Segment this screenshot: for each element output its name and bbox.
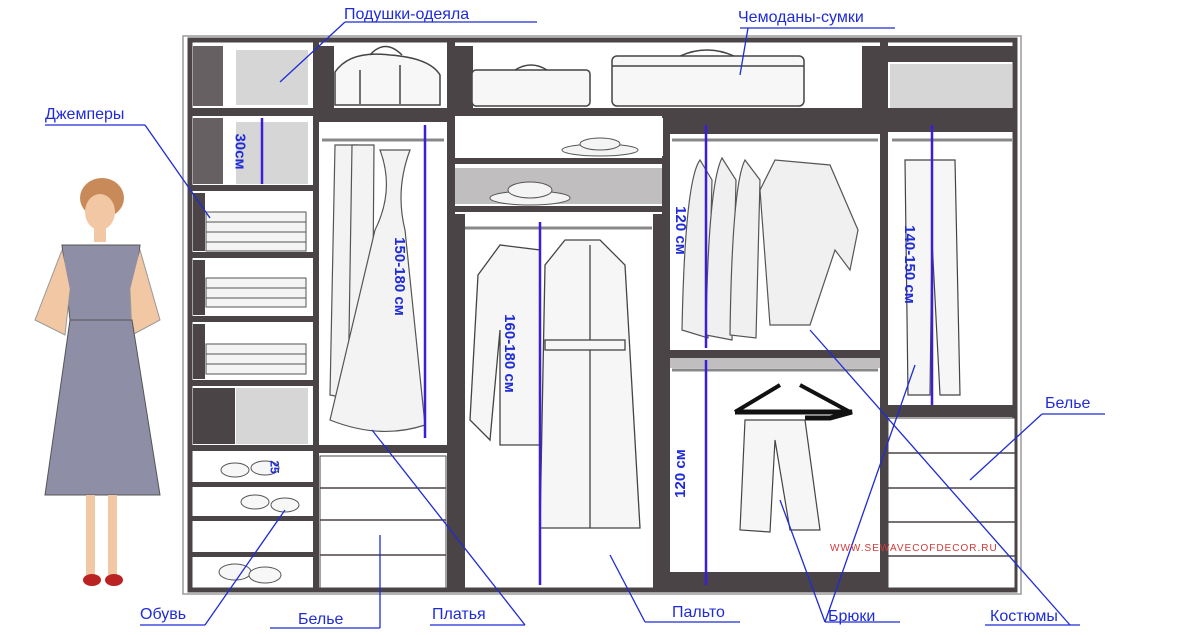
label-dresses: Платья — [432, 606, 486, 623]
label-linen-bottom: Белье — [298, 611, 344, 628]
measure-shoe-shelf: 25 — [267, 460, 282, 474]
trousers — [733, 159, 961, 533]
measurement-lines — [260, 118, 934, 585]
label-shoes: Обувь — [140, 606, 187, 623]
measure-coat-rail: 160-180 см — [500, 314, 518, 393]
watermark: WWW.SEWAVECOFDECOR.RU — [830, 543, 998, 554]
coats — [469, 239, 641, 529]
measure-dress-rail: 150-180 см — [390, 237, 408, 316]
pointer-lines — [45, 21, 1105, 629]
measure-shelf-height: 30см — [231, 133, 249, 170]
folded-sweaters — [205, 211, 307, 375]
label-trousers: Брюки — [828, 608, 876, 625]
label-sweaters: Джемперы — [45, 106, 125, 123]
measure-suit-rail: 120 см — [671, 206, 689, 255]
hats — [489, 137, 639, 206]
label-suits: Костюмы — [990, 608, 1058, 625]
suit-covers — [681, 156, 859, 341]
woman-figure — [34, 178, 161, 586]
suitcases — [471, 49, 805, 107]
label-coat: Пальто — [672, 604, 725, 621]
label-suitcases: Чемоданы-сумки — [738, 9, 864, 26]
label-linen-right: Белье — [1045, 395, 1091, 412]
shoes — [218, 460, 300, 584]
measure-trouser-rail: 120 см — [671, 449, 689, 498]
pillow-bag — [334, 45, 441, 106]
measure-right-rail: 140-150 см — [900, 225, 918, 304]
dresses — [329, 144, 426, 432]
label-pillows: Подушки-одеяла — [344, 6, 470, 23]
